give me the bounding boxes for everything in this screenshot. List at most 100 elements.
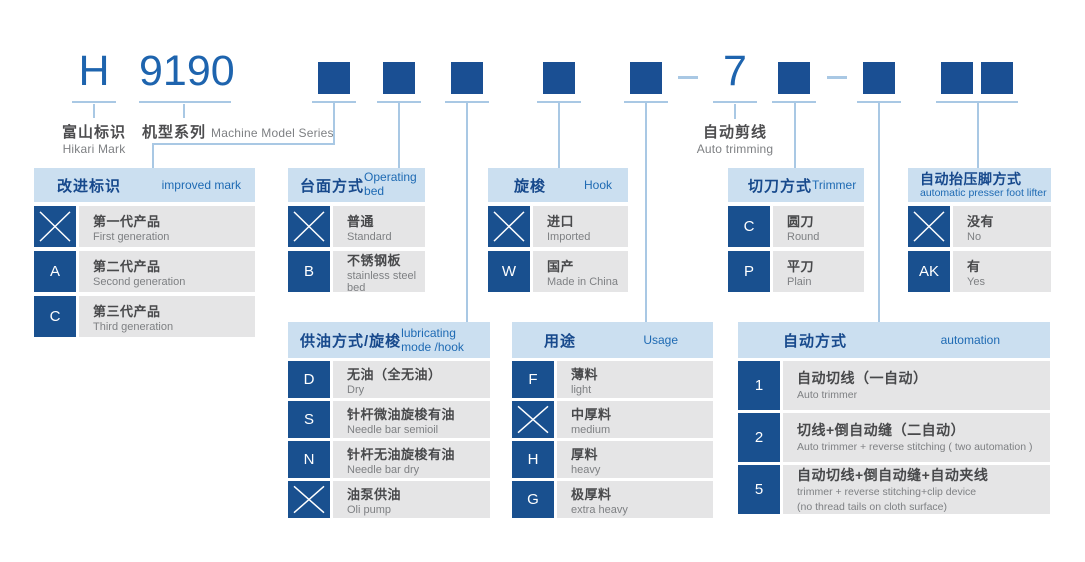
code-key: N xyxy=(288,441,330,478)
code-key: 1 xyxy=(738,361,780,410)
code-key: B xyxy=(288,251,330,292)
connector-line xyxy=(152,143,335,145)
option-label-en: Oli pump xyxy=(347,503,392,516)
hikari-mark-label: 富山标识 Hikari Mark xyxy=(44,121,144,156)
connector-line xyxy=(398,103,400,168)
connector-line xyxy=(794,103,796,168)
code-key-x xyxy=(288,206,330,247)
code-key: G xyxy=(512,481,554,518)
code-key: H xyxy=(512,441,554,478)
spec-box-subtitle: Operating bed xyxy=(364,170,417,198)
option-label-zh: 第一代产品 xyxy=(93,213,161,229)
code-key: D xyxy=(288,361,330,398)
option-label-zh: 有 xyxy=(967,258,981,274)
spec-box-header: 供油方式/旋梭 lubricating mode /hook xyxy=(288,322,490,358)
code-key-x xyxy=(512,401,554,438)
spec-row-body: 无油（全无油）Dry xyxy=(333,361,490,398)
code-key: P xyxy=(728,251,770,292)
connector-line xyxy=(977,103,979,168)
x-cross-icon xyxy=(488,206,530,247)
option-label-zh: 中厚料 xyxy=(571,406,612,422)
spec-box-title: 自动方式 xyxy=(783,332,848,350)
spec-box-header: 自动抬压脚方式 automatic presser foot lifter xyxy=(908,168,1051,202)
option-label-zh: 没有 xyxy=(967,213,995,229)
option-label-en: stainless steel bed xyxy=(347,269,417,294)
model-digit-placeholder-square xyxy=(941,62,973,94)
underline xyxy=(772,101,816,103)
spec-box-subtitle: Hook xyxy=(583,178,612,192)
option-label-zh: 进口 xyxy=(547,213,575,229)
option-label-en: light xyxy=(571,383,592,396)
model-digit-placeholder-square xyxy=(981,62,1013,94)
x-cross-icon xyxy=(34,206,76,247)
option-label-en: Needle bar semioil xyxy=(347,423,439,436)
underline xyxy=(537,101,581,103)
spec-box-subtitle: Trimmer xyxy=(812,178,857,192)
connector-line xyxy=(183,104,185,118)
spec-box-header: 用途 Usage xyxy=(512,322,713,358)
model-series-label-zh: 机型系列 xyxy=(142,124,207,141)
spec-box-header: 切刀方式 Trimmer xyxy=(728,168,864,202)
option-label-zh: 针杆无油旋梭有油 xyxy=(347,446,456,462)
option-label-en: Made in China xyxy=(547,275,618,288)
code-key: A xyxy=(34,251,76,292)
option-label-en: trimmer + reverse stitching+clip device xyxy=(797,486,977,499)
option-label-zh: 第三代产品 xyxy=(93,303,161,319)
option-label-zh: 油泵供油 xyxy=(347,486,402,502)
code-key: C xyxy=(34,296,76,337)
option-label-en: heavy xyxy=(571,463,601,476)
code-key: S xyxy=(288,401,330,438)
option-label-zh: 自动切线（一自动） xyxy=(797,370,928,387)
dash-separator xyxy=(827,76,847,79)
option-label-zh: 无油（全无油） xyxy=(347,366,442,382)
code-key: F xyxy=(512,361,554,398)
brand-letter: H xyxy=(78,47,110,95)
spec-row-body: 自动切线（一自动）Auto trimmer xyxy=(783,361,1050,410)
auto-trim-digit: 7 xyxy=(723,47,747,95)
connector-line xyxy=(466,103,468,322)
option-label-zh: 极厚料 xyxy=(571,486,612,502)
model-series-label: 机型系列 Machine Model Series xyxy=(142,121,334,142)
underline xyxy=(139,101,231,103)
option-label-zh: 普通 xyxy=(347,213,375,229)
underline xyxy=(713,101,757,103)
code-key: 5 xyxy=(738,465,780,514)
x-cross-icon xyxy=(512,401,554,438)
model-digit-placeholder-square xyxy=(630,62,662,94)
option-label-en: Dry xyxy=(347,383,365,396)
option-label-zh: 平刀 xyxy=(787,258,815,274)
option-label-zh: 厚料 xyxy=(571,446,599,462)
option-label-en: Yes xyxy=(967,275,985,288)
model-digit-placeholder-square xyxy=(383,62,415,94)
x-cross-icon xyxy=(288,206,330,247)
connector-line xyxy=(734,104,736,119)
auto-trimming-label: 自动剪线 Auto trimming xyxy=(675,121,795,156)
spec-row-body: 切线+倒自动缝（二自动）Auto trimmer + reverse stitc… xyxy=(783,413,1050,462)
option-label-en: Round xyxy=(787,230,820,243)
